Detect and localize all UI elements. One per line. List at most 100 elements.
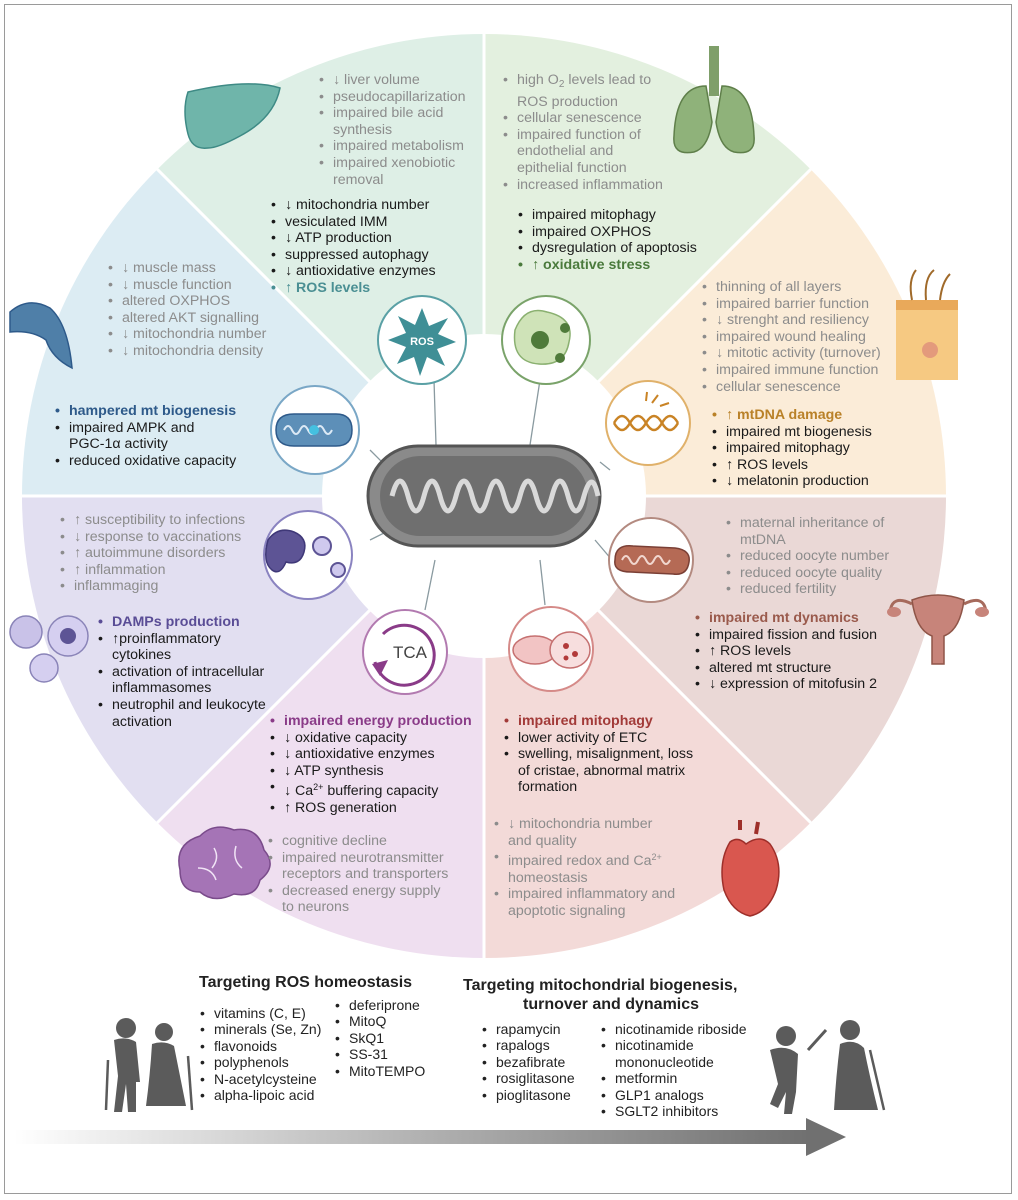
therapy-mito-list-2: nicotinamide riboside nicotinamide monon… — [597, 1021, 747, 1120]
list-item: inflammaging — [56, 578, 245, 595]
dancing-elderly-couple-icon — [770, 1020, 886, 1114]
uterus-icon — [887, 594, 989, 665]
dna-circle — [605, 380, 691, 466]
therapy-mito-title-2: turnover and dynamics — [523, 996, 700, 1013]
list-item: vitamins (C, E) — [196, 1005, 321, 1022]
list-item-cont: cytokines — [112, 647, 172, 664]
list-item: alpha-lipoic acid — [196, 1087, 321, 1104]
list-item: cellular senescence — [499, 110, 663, 127]
list-item: nicotinamide riboside — [597, 1021, 747, 1038]
repro-cell-effects: impaired mt dynamics impaired fission an… — [691, 610, 877, 693]
heart-cell-effects: impaired mitophagy lower activity of ETC… — [500, 713, 693, 796]
list-item: reduced oocyte number — [722, 548, 889, 565]
ros-badge-circle: ROS — [377, 295, 467, 385]
list-item: ↓ mitochondria number — [267, 197, 436, 214]
muscle-highlight: hampered mt biogenesis — [51, 403, 236, 420]
list-item: impaired AMPK and — [51, 420, 236, 437]
list-item: lower activity of ETC — [500, 730, 693, 747]
text: impaired redox and Ca — [508, 853, 652, 870]
immune-highlight: DAMPs production — [94, 614, 266, 631]
list-item: SGLT2 inhibitors — [597, 1103, 747, 1120]
skin-highlight: ↑ mtDNA damage — [708, 407, 872, 424]
list-item: impaired mitophagy — [514, 207, 697, 224]
skin-layers-icon — [896, 269, 958, 380]
text: ↓ Ca — [284, 783, 314, 800]
list-item: impaired function of — [499, 127, 663, 144]
list-item: rapalogs — [478, 1037, 575, 1054]
list-item: altered AKT signalling — [104, 310, 266, 327]
list-item: cognitive decline — [264, 833, 448, 850]
list-item-cont: epithelial function — [517, 159, 627, 176]
list-item: ↓ mitochondria number — [490, 816, 675, 833]
therapy-ros-list-2: deferiprone MitoQ SkQ1 SS-31 MitoTEMPO — [331, 997, 425, 1079]
list-item: high O2 levels lead to — [499, 72, 663, 94]
muscle-cell-effects: hampered mt biogenesis impaired AMPK and… — [51, 403, 236, 469]
list-item: ↑ ROS levels — [691, 643, 877, 660]
list-item: ↓ response to vaccinations — [56, 529, 245, 546]
list-item: altered mt structure — [691, 660, 877, 677]
brain-cell-effects: impaired energy production ↓ oxidative c… — [266, 713, 472, 817]
mito-biogenesis-circle — [270, 385, 360, 475]
lung-highlight: ↑ oxidative stress — [514, 257, 697, 274]
list-item: minerals (Se, Zn) — [196, 1021, 321, 1038]
list-item: impaired xenobiotic — [315, 155, 466, 172]
lung-cell-effects: impaired mitophagy impaired OXPHOS dysre… — [514, 207, 697, 273]
brain-highlight: impaired energy production — [266, 713, 472, 730]
list-item-cont: mtDNA — [740, 531, 786, 548]
text: buffering capacity — [323, 783, 439, 800]
list-item: maternal inheritance of — [722, 515, 889, 532]
therapy-ros-list-1: vitamins (C, E) minerals (Se, Zn) flavon… — [196, 1005, 321, 1104]
superscript: 2+ — [313, 782, 324, 793]
list-item-cont: formation — [518, 779, 578, 796]
heart-organ-effects: ↓ mitochondria number and quality impair… — [490, 816, 675, 920]
list-item: bezafibrate — [478, 1054, 575, 1071]
list-item: increased inflammation — [499, 177, 663, 194]
list-item: impaired metabolism — [315, 138, 466, 155]
list-item: SkQ1 — [331, 1030, 425, 1047]
list-item-cont: PGC-1α activity — [69, 436, 168, 453]
liver-organ-effects: ↓ liver volume pseudocapillarization imp… — [315, 72, 466, 188]
list-item-cont: mononucleotide — [615, 1053, 714, 1070]
list-item: pioglitasone — [478, 1087, 575, 1104]
list-item: rapamycin — [478, 1021, 575, 1038]
figure-frame — [4, 4, 1012, 1194]
senescent-cell-circle — [501, 295, 591, 385]
therapy-ros-title: Targeting ROS homeostasis — [199, 974, 413, 991]
list-item-cont: to neurons — [282, 899, 350, 916]
list-item: suppressed autophagy — [267, 247, 436, 264]
subscript: 2 — [558, 79, 565, 90]
list-item: ↓ strenght and resiliency — [698, 312, 881, 329]
list-item: ↑ autoimmune disorders — [56, 545, 245, 562]
list-item: flavonoids — [196, 1038, 321, 1055]
list-item: thinning of all layers — [698, 279, 881, 296]
list-item: nicotinamide — [597, 1037, 747, 1054]
list-item-cont: inflammasomes — [112, 680, 212, 697]
immune-cells-icon — [9, 615, 89, 683]
list-item: impaired barrier function — [698, 296, 881, 313]
list-item: ↓ ATP production — [267, 230, 436, 247]
list-item: ↓ oxidative capacity — [266, 730, 472, 747]
elderly-couple-icon — [104, 1018, 194, 1112]
immune-cell-effects: DAMPs production ↑proinflammatory cytoki… — [94, 614, 266, 730]
mitochondrion-icon — [366, 444, 602, 548]
list-item: impaired inflammatory and — [490, 886, 675, 903]
list-item: ↓ antioxidative enzymes — [266, 746, 472, 763]
skin-organ-effects: thinning of all layers impaired barrier … — [698, 279, 881, 395]
list-item-cont: removal — [333, 171, 384, 188]
list-item: impaired mitophagy — [708, 440, 872, 457]
list-item: ↓ ATP synthesis — [266, 763, 472, 780]
list-item: deferiprone — [331, 997, 425, 1014]
list-item-cont: apoptotic signaling — [508, 902, 626, 919]
list-item: polyphenols — [196, 1054, 321, 1071]
list-item: activation of intracellular — [94, 664, 266, 681]
tca-cycle-circle: TCA — [362, 609, 448, 695]
list-item: impaired OXPHOS — [514, 224, 697, 241]
lung-organ-effects: high O2 levels lead to ROS production ce… — [499, 72, 663, 193]
list-item: impaired fission and fusion — [691, 627, 877, 644]
list-item: impaired redox and Ca2+ — [490, 849, 675, 870]
list-item: vesiculated IMM — [267, 214, 436, 231]
therapy-mito-title-1: Targeting mitochondrial biogenesis, — [463, 977, 738, 994]
list-item: pseudocapillarization — [315, 89, 466, 106]
list-item: SS-31 — [331, 1046, 425, 1063]
list-item: MitoTEMPO — [331, 1063, 425, 1080]
